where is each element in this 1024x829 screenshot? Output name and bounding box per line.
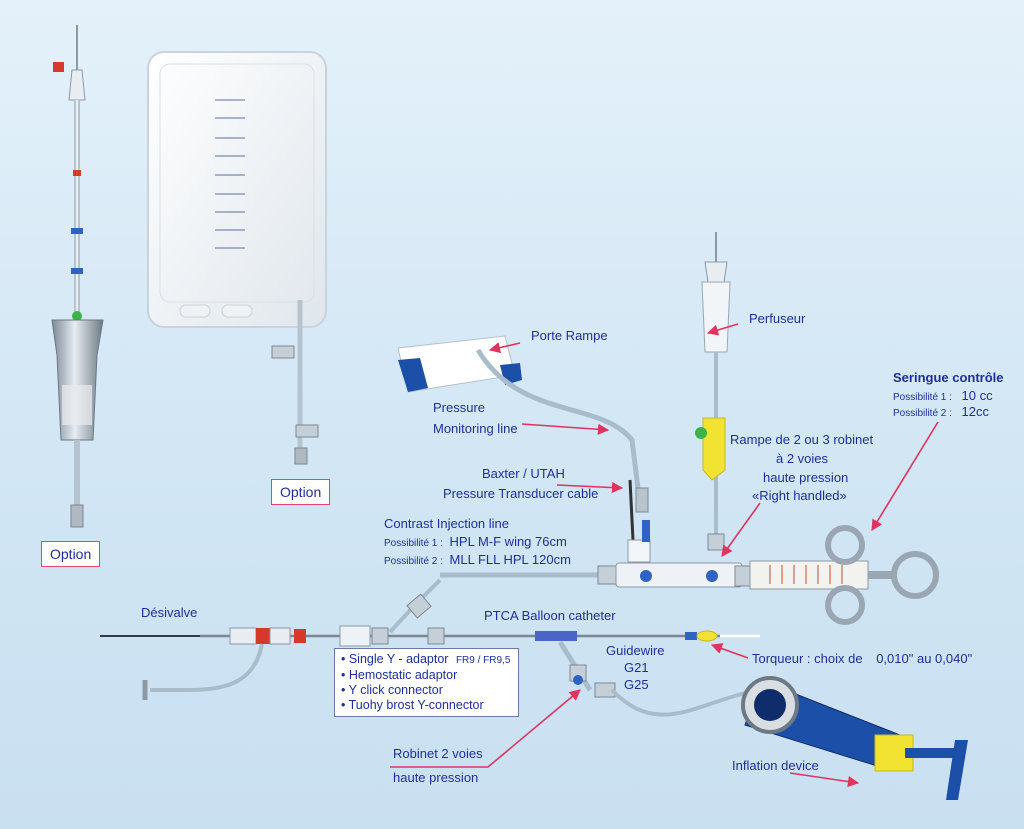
perfuseur-label: Perfuseur (749, 311, 806, 326)
contrast-p2-value: MLL FLL HPL 120cm (449, 552, 571, 567)
manifold (440, 520, 752, 588)
option-box-bag: Option (271, 479, 331, 505)
baxter-label: Baxter / UTAH (482, 466, 565, 481)
g25-label: G25 (624, 677, 649, 692)
rampe-label-3: haute pression (763, 470, 849, 485)
seringue-option-2: Possibilité 2 : 12cc (893, 404, 989, 421)
inflation-device (741, 676, 968, 800)
seringue-title: Seringue contrôle (893, 370, 1004, 385)
adaptor-item: • Y click connector (341, 683, 443, 697)
seringue-p1-label: Possibilité 1 : (893, 392, 952, 403)
torqueur-text: Torqueur : choix de (752, 651, 863, 666)
contrast-p2-label: Possibilité 2 : (384, 556, 443, 567)
left-drip-set (51, 25, 104, 528)
pressure-holder (397, 335, 649, 541)
g21-label: G21 (624, 660, 649, 675)
rampe-label-2: à 2 voies (776, 451, 829, 466)
perfuseur-set (695, 232, 731, 551)
option-box-left: Option (41, 541, 101, 567)
inflation-device-label: Inflation device (732, 758, 819, 773)
pressure-transducer-label: Pressure Transducer cable (443, 486, 599, 501)
contrast-option-1: Possibilité 1 : HPL M-F wing 76cm (384, 534, 567, 551)
adaptor-item: • Single Y - adaptor FR9 / FR9,5 (341, 652, 511, 666)
syringe (749, 525, 939, 625)
monitoring-line-label: Monitoring line (433, 421, 518, 436)
rampe-label-4: «Right handled» (752, 488, 847, 503)
seringue-option-1: Possibilité 1 : 10 cc (893, 388, 993, 405)
adaptor-item: • Hemostatic adaptor (341, 668, 458, 682)
rampe-label-1: Rampe de 2 ou 3 robinet (730, 432, 874, 447)
torqueur-value: 0,010" au 0,040" (876, 651, 973, 666)
pressure-label: Pressure (433, 400, 486, 415)
iv-bag (147, 51, 327, 465)
catheter-line (100, 578, 761, 717)
torqueur-label: Torqueur : choix de 0,010" au 0,040" (752, 651, 972, 666)
adaptor-list-box: • Single Y - adaptor FR9 / FR9,5 • Hemos… (334, 648, 520, 717)
desivalve-label: Désivalve (141, 605, 198, 620)
contrast-p1-value: HPL M-F wing 76cm (449, 534, 567, 549)
robinet-label-1: Robinet 2 voies (393, 746, 483, 761)
contrast-option-2: Possibilité 2 : MLL FLL HPL 120cm (384, 552, 571, 569)
seringue-p2-label: Possibilité 2 : (893, 408, 952, 419)
seringue-p2-value: 12cc (961, 404, 990, 419)
ptca-label: PTCA Balloon catheter (484, 608, 616, 623)
adaptor-item: • Tuohy brost Y-connector (341, 698, 484, 712)
robinet-label-2: haute pression (393, 770, 479, 785)
annotation-arrows (390, 323, 939, 788)
guidewire-label: Guidewire (606, 643, 665, 658)
contrast-title: Contrast Injection line (384, 516, 510, 531)
seringue-p1-value: 10 cc (961, 388, 993, 403)
contrast-p1-label: Possibilité 1 : (384, 538, 443, 549)
porte-rampe-label: Porte Rampe (531, 328, 608, 343)
